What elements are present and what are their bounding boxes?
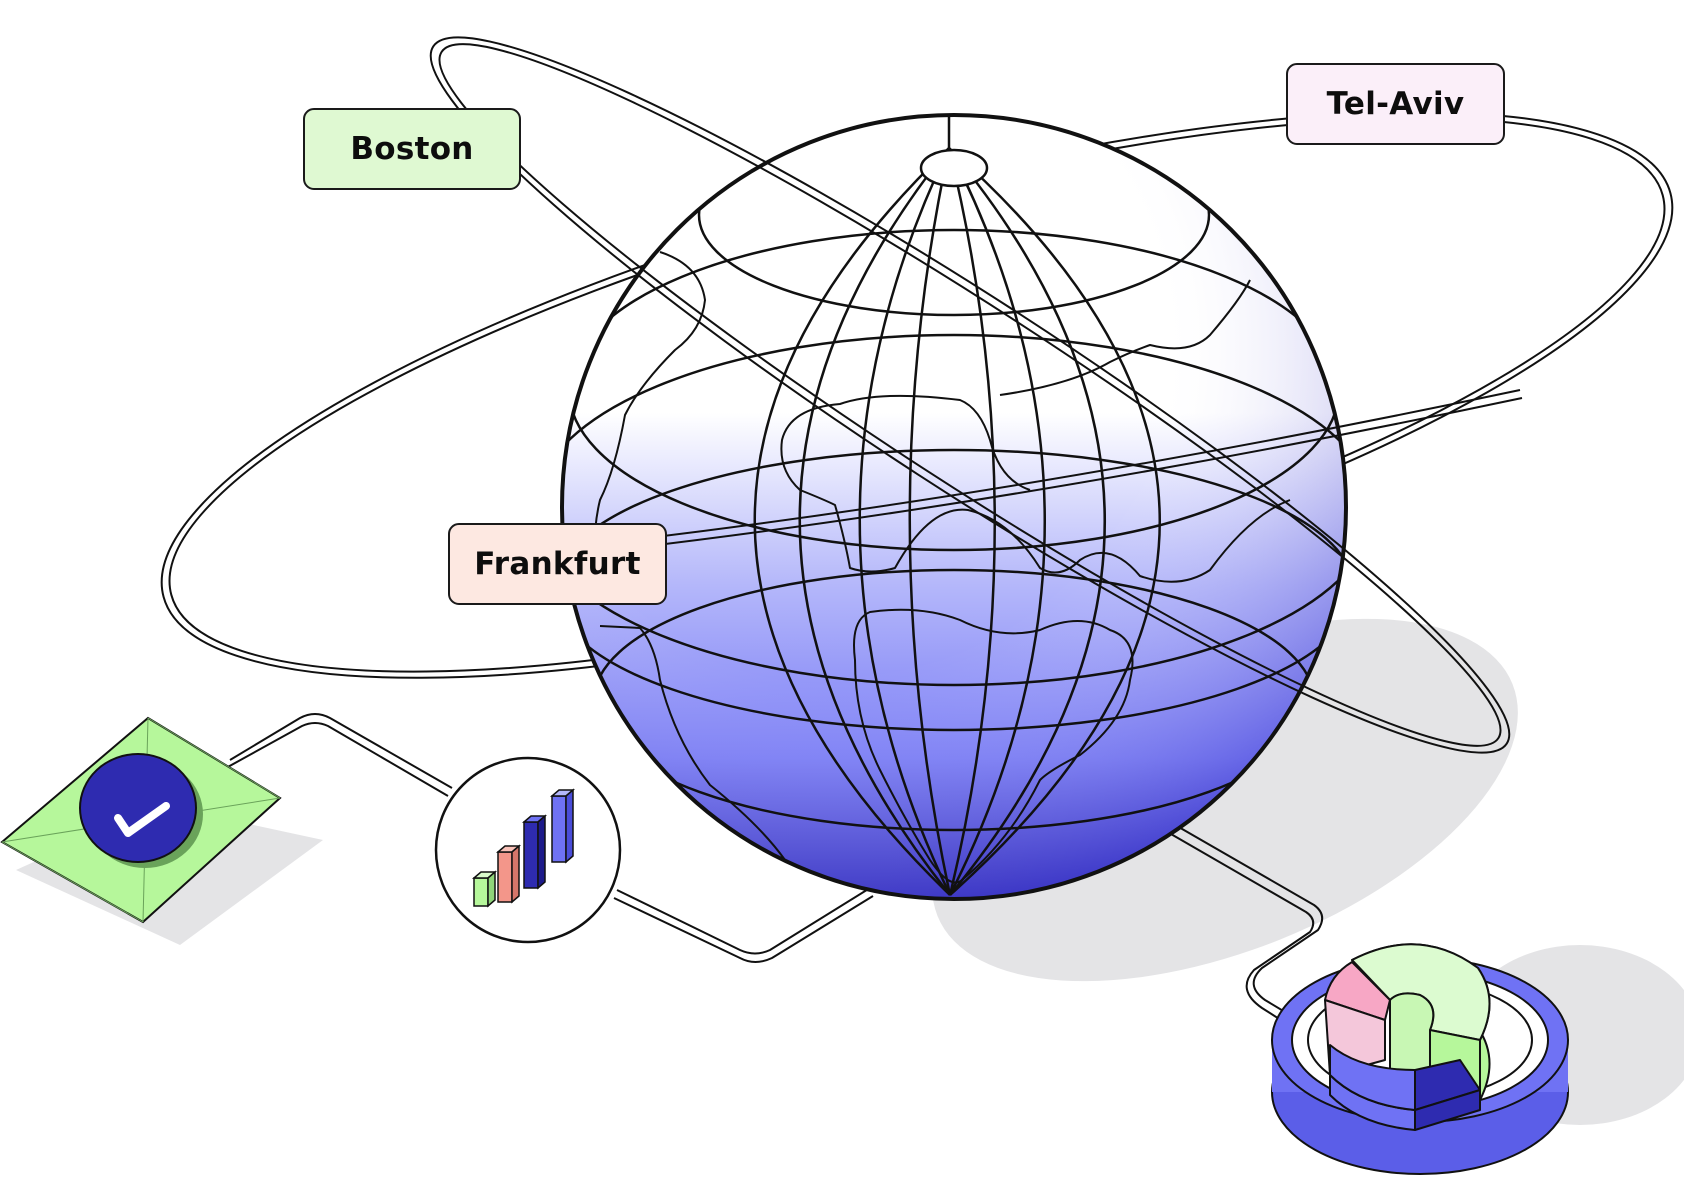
pie-chart-icon <box>1324 943 1491 1131</box>
location-name: Boston <box>350 131 474 167</box>
location-name: Frankfurt <box>474 546 641 582</box>
check-badge-icon <box>79 753 203 868</box>
orbit-ring-front <box>559 389 1523 557</box>
location-label-boston: Boston <box>303 108 521 190</box>
bar-chart-icon <box>471 788 576 908</box>
location-label-frankfurt: Frankfurt <box>448 523 667 605</box>
connector-tube-left <box>225 713 874 963</box>
approval-card <box>0 716 282 924</box>
location-label-tel-aviv: Tel-Aviv <box>1286 63 1505 145</box>
location-name: Tel-Aviv <box>1326 86 1465 122</box>
analytics-bubble <box>434 756 622 944</box>
globe <box>560 113 1348 901</box>
connector-tube-right <box>1163 821 1324 1023</box>
orbit-ring-tilted <box>429 36 1511 754</box>
